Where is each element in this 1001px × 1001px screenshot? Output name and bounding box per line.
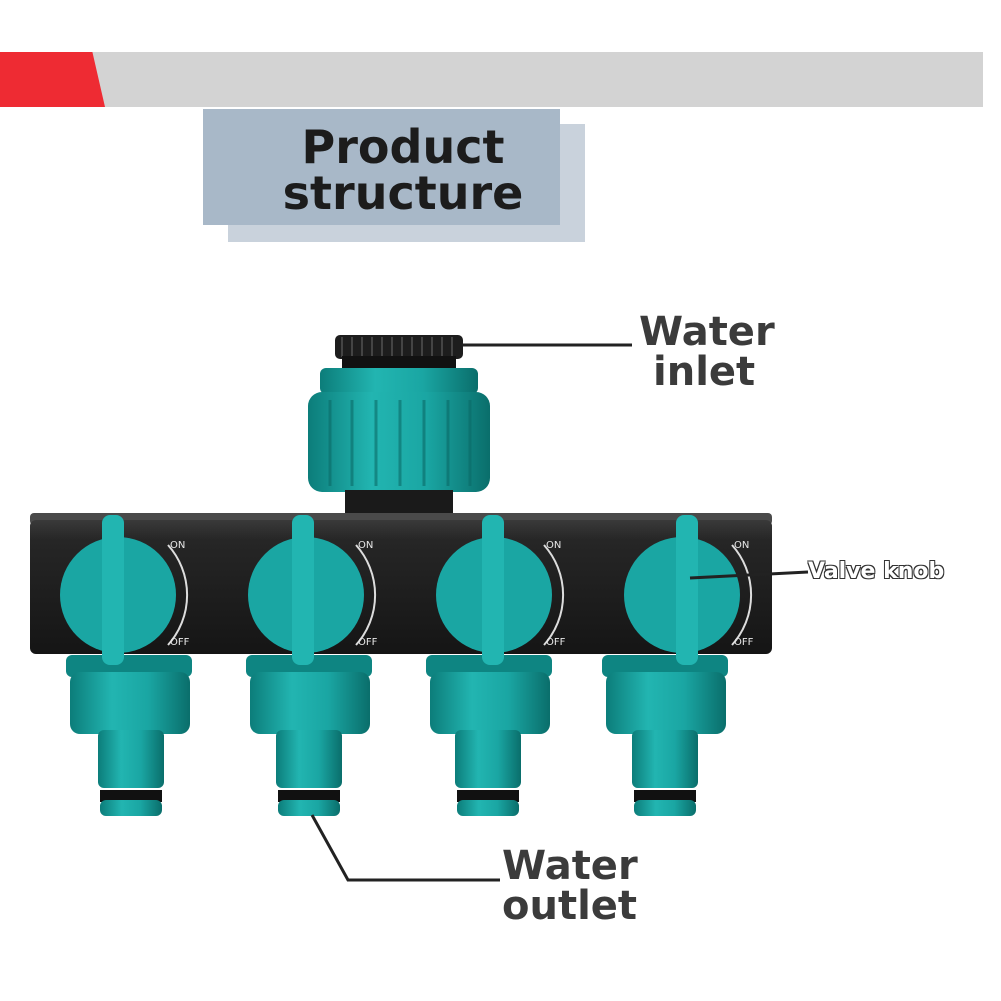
water-inlet-label-line-2: inlet <box>653 349 756 395</box>
valve-3-off-text: OFF <box>546 637 566 648</box>
valve-2-on-text: ON <box>358 540 373 551</box>
valve-4-on-text: ON <box>734 540 749 551</box>
water-inlet-label-line-1: Water <box>639 309 775 355</box>
title-line-1: Product <box>301 120 505 174</box>
valve-2 <box>246 515 377 816</box>
valve-4 <box>602 515 753 816</box>
title-line-2: structure <box>282 166 524 220</box>
valve-1-on-text: ON <box>170 540 185 551</box>
water-inlet-label: Water inlet <box>639 312 775 392</box>
page-title: Product structure <box>203 124 603 216</box>
water-outlet-label: Water outlet <box>502 846 638 926</box>
water-outlet-label-line-1: Water <box>502 843 638 889</box>
valve-1-off-text: OFF <box>170 637 190 648</box>
valve-1 <box>60 515 192 816</box>
valve-knob-leader-line <box>689 570 809 580</box>
water-outlet-label-line-2: outlet <box>502 883 638 929</box>
manifold-body <box>30 513 772 654</box>
outlet-leader-line <box>310 814 500 882</box>
header-banner-bar <box>0 52 983 107</box>
valve-2-off-text: OFF <box>358 637 378 648</box>
leader-lines <box>310 343 809 882</box>
valve-knob-label: Valve knob <box>808 559 945 584</box>
valve-3-on-text: ON <box>546 540 561 551</box>
valve-4-off-text: OFF <box>734 637 754 648</box>
header-banner-accent <box>0 52 105 107</box>
inlet-connector <box>308 335 490 522</box>
valve-markings: ON OFF ON OFF ON OFF ON OFF <box>170 540 754 648</box>
valve-3 <box>426 515 565 816</box>
title-box <box>203 109 560 225</box>
